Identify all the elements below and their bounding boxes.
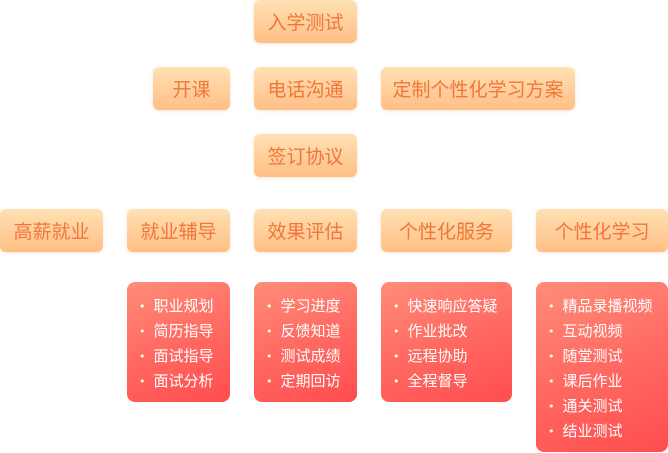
- list-item: 面试指导: [139, 344, 230, 369]
- node-custom-plan: 定制个性化学习方案: [381, 67, 575, 110]
- node-evaluation: 效果评估: [254, 209, 357, 252]
- job-coaching-list: 职业规划 简历指导 面试指导 面试分析: [127, 282, 230, 402]
- list-item: 定期回访: [266, 369, 357, 394]
- list-item: 通关测试: [548, 394, 668, 419]
- node-phone-talk: 电话沟通: [254, 67, 357, 110]
- list-item: 作业批改: [393, 319, 512, 344]
- list-item: 测试成绩: [266, 344, 357, 369]
- node-start-class: 开课: [153, 67, 230, 110]
- node-high-salary: 高薪就业: [0, 209, 103, 252]
- personal-service-list: 快速响应答疑 作业批改 远程协助 全程督导: [381, 282, 512, 402]
- list-item: 互动视频: [548, 319, 668, 344]
- node-entrance-test: 入学测试: [254, 0, 357, 43]
- list-item: 面试分析: [139, 369, 230, 394]
- list-item: 快速响应答疑: [393, 294, 512, 319]
- node-job-coaching: 就业辅导: [127, 209, 230, 252]
- list-item: 职业规划: [139, 294, 230, 319]
- list-item: 结业测试: [548, 419, 668, 444]
- list-item: 全程督导: [393, 369, 512, 394]
- list-item: 学习进度: [266, 294, 357, 319]
- personal-learning-list: 精品录播视频 互动视频 随堂测试 课后作业 通关测试 结业测试: [536, 282, 668, 452]
- list-item: 随堂测试: [548, 344, 668, 369]
- node-personal-service: 个性化服务: [381, 209, 512, 252]
- list-item: 反馈知道: [266, 319, 357, 344]
- node-sign-agreement: 签订协议: [254, 134, 357, 177]
- list-item: 课后作业: [548, 369, 668, 394]
- list-item: 精品录播视频: [548, 294, 668, 319]
- list-item: 远程协助: [393, 344, 512, 369]
- list-item: 简历指导: [139, 319, 230, 344]
- node-personal-learning: 个性化学习: [536, 209, 668, 252]
- evaluation-list: 学习进度 反馈知道 测试成绩 定期回访: [254, 282, 357, 402]
